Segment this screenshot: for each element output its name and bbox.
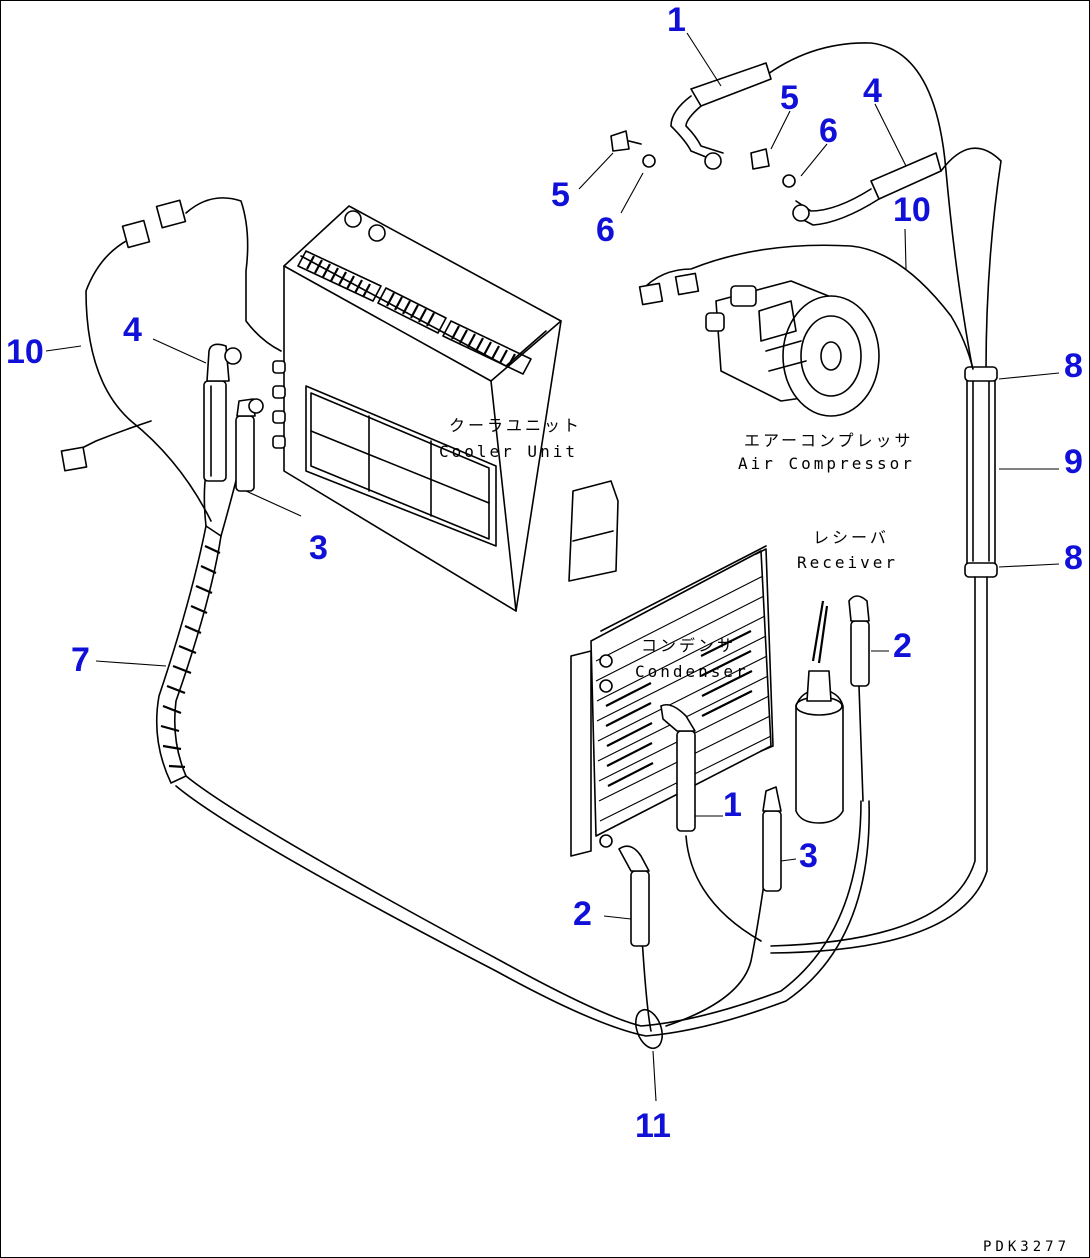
air-compressor-label-jp: エアーコンプレッサ (744, 431, 914, 450)
callout-10-left: 10 (6, 333, 44, 371)
callout-10-top: 10 (893, 191, 931, 229)
callout-11: 11 (635, 1107, 671, 1145)
callout-5-left: 5 (551, 176, 570, 214)
callout-2-right: 2 (893, 627, 912, 665)
hoses (155, 42, 1002, 1050)
callout-8-top: 8 (1064, 347, 1083, 385)
receiver-label-en: Receiver (797, 553, 898, 572)
condenser-label-en: Condenser (635, 662, 749, 681)
receiver-label-jp: レシーバ (813, 528, 889, 547)
callout-6-top: 6 (819, 112, 838, 150)
callout-3-mid: 3 (799, 837, 818, 875)
callout-2-low: 2 (573, 895, 592, 933)
cooler-unit-label-jp: クーラユニット (449, 416, 582, 435)
callout-1-top: 1 (667, 1, 686, 39)
drawing-code: PDK3277 (983, 1239, 1070, 1255)
callout-3-left: 3 (309, 529, 328, 567)
leader-lines (45, 32, 1060, 1102)
cooler-vents (297, 250, 532, 375)
callout-4-top: 4 (863, 72, 882, 110)
callout-4-left: 4 (123, 311, 142, 349)
air-compressor-drawing (705, 280, 880, 417)
receiver-drawing (795, 600, 844, 824)
callout-7: 7 (71, 641, 90, 679)
callout-numbers: 1 5 4 6 5 6 10 10 4 3 7 8 9 8 2 1 3 2 11 (6, 1, 1083, 1145)
condenser-label-jp: コンデンサ (641, 636, 736, 655)
component-labels: クーラユニット Cooler Unit エアーコンプレッサ Air Compre… (439, 416, 915, 681)
callout-5-top: 5 (780, 79, 799, 117)
cooler-unit-label-en: Cooler Unit (439, 442, 578, 461)
condenser-drawing (570, 545, 774, 857)
callout-8-bottom: 8 (1064, 539, 1083, 577)
callout-6-left: 6 (596, 211, 615, 249)
callout-9: 9 (1064, 443, 1083, 481)
wire-harness (60, 197, 974, 522)
callout-1-mid: 1 (723, 786, 742, 824)
cooler-front-grid (305, 385, 497, 547)
cooler-unit-drawing (272, 205, 619, 612)
air-compressor-label-en: Air Compressor (738, 454, 915, 473)
